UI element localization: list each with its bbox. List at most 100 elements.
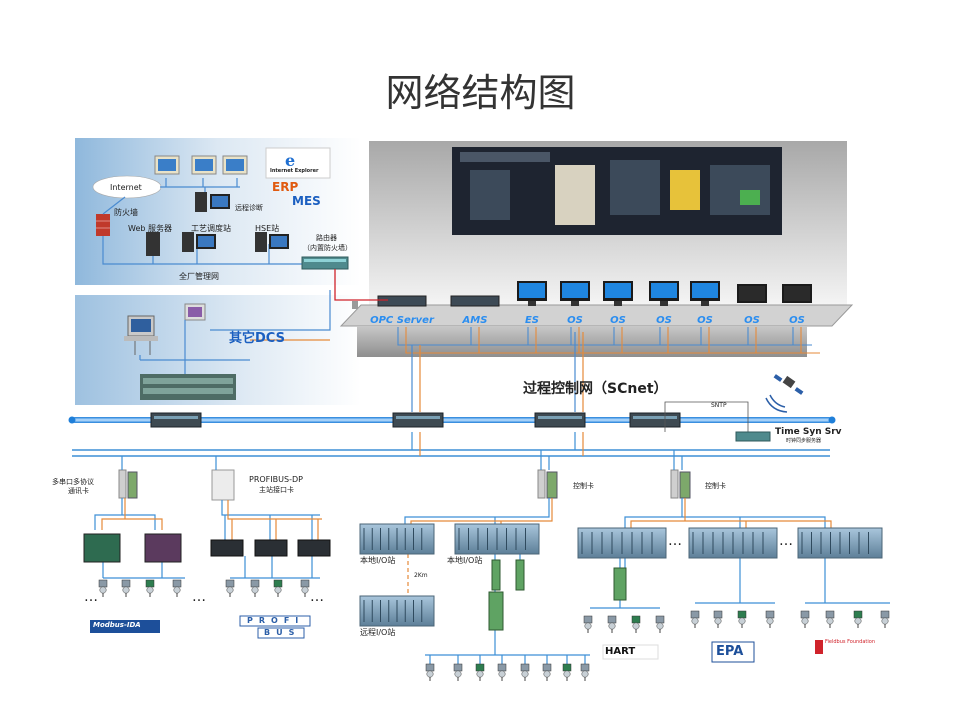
remote-diagnosis-pc-icon (195, 192, 230, 212)
time-syn-label: Time Syn Srv (775, 427, 842, 437)
field-instrument-body (584, 622, 592, 630)
plant-network-label: 全厂管理网 (179, 272, 219, 281)
profibus-module-icon (254, 539, 288, 557)
station-label: OS (697, 315, 713, 326)
field-instrument-icon (98, 579, 108, 588)
field-instrument-body (563, 670, 571, 678)
ellipsis-3: … (310, 589, 324, 605)
web-server-label: Web 服务器 (128, 224, 172, 233)
field-instrument-icon (880, 610, 890, 619)
field-instrument-body (122, 586, 130, 594)
hart-logo-icon (602, 644, 659, 660)
field-instrument-body (274, 586, 282, 594)
router-label: 路由器 (316, 234, 337, 242)
control-room-panel (339, 141, 854, 357)
ellipsis-2: … (192, 589, 206, 605)
terminal-board-icon (613, 567, 627, 601)
io-racks (83, 523, 883, 631)
time-syn-sub-label: 时钟同步服务器 (786, 438, 822, 444)
field-instrument-body (146, 586, 154, 594)
multi-serial-card-label-2: 通讯卡 (68, 487, 89, 495)
field-instrument-icon (520, 663, 530, 672)
field-instrument-icon (607, 615, 617, 624)
field-instrument-icon (765, 610, 775, 619)
monitor-stand (571, 301, 579, 306)
ie-logo-label: Internet Explorer (270, 168, 319, 174)
field-instrument-body (632, 622, 640, 630)
monitor-screen (692, 283, 718, 298)
station-label: OS (744, 315, 760, 326)
fieldbus-logo-label: Fieldbus Foundation (825, 639, 875, 645)
server-rack-icon (377, 295, 427, 307)
process-station-pc-icon (182, 232, 216, 252)
field-instrument-icon (825, 610, 835, 619)
profibus-card-label-2: 主站接口卡 (259, 486, 294, 494)
drop-line-blue (792, 327, 812, 346)
scnet-switches (150, 412, 681, 428)
field-instrument-body (656, 622, 664, 630)
monitor-stand (528, 301, 536, 306)
field-instrument-body (766, 617, 774, 625)
internet-label: Internet (110, 183, 142, 192)
field-instrument-icon (542, 663, 552, 672)
field-devices (98, 579, 890, 681)
dcs-pc-icon (184, 303, 206, 321)
field-instrument-body (226, 586, 234, 594)
ellipsis-4: … (668, 533, 682, 549)
terminal-board-icon (491, 559, 501, 591)
profibus-logo-icon (239, 615, 311, 639)
control-card-2-label: 控制卡 (705, 482, 726, 490)
epa-logo-icon (711, 641, 755, 663)
modbus-logo-icon (90, 620, 160, 633)
terminal-board-icon (515, 559, 525, 591)
field-instrument-body (826, 617, 834, 625)
web-server-icon (146, 232, 160, 256)
hart-logo-label: HART (605, 646, 636, 657)
field-instrument-body (521, 670, 529, 678)
field-instrument-icon (562, 663, 572, 672)
controller-unit-icon (83, 533, 121, 563)
network-switch-icon (392, 412, 444, 428)
field-instrument-body (301, 586, 309, 594)
server-rack-icon (450, 295, 500, 307)
field-instrument-icon (475, 663, 485, 672)
field-instrument-icon (172, 579, 182, 588)
terminal-board-icon (488, 591, 504, 631)
local-io-station-2-label: 本地I/O站 (447, 556, 483, 565)
field-instrument-icon (853, 610, 863, 619)
profi-logo-label: PROFI (247, 616, 305, 625)
field-instrument-icon (300, 579, 310, 588)
station-label: AMS (462, 315, 488, 326)
monitor-stand (701, 301, 709, 306)
field-instrument-body (251, 586, 259, 594)
monitor-screen (519, 283, 545, 298)
office-workstation-icon (154, 155, 248, 175)
field-instrument-body (801, 617, 809, 625)
mes-label: MES (292, 194, 321, 208)
field-instrument-body (498, 670, 506, 678)
switch-ports (396, 416, 440, 419)
firewall-icon (96, 214, 110, 236)
field-instrument-body (173, 586, 181, 594)
station-label: OPC Server (370, 315, 435, 326)
control-card-1-label: 控制卡 (573, 482, 594, 490)
field-instrument-icon (121, 579, 131, 588)
monitor-stand (660, 301, 668, 306)
ellipsis-1: … (84, 589, 98, 605)
profibus-card-label: PROFIBUS-DP (249, 475, 303, 484)
field-instrument-body (608, 622, 616, 630)
switch-ports (154, 416, 198, 419)
station-label: OS (610, 315, 626, 326)
mimic-display-wall (452, 147, 782, 235)
field-instrument-body (99, 586, 107, 594)
drop-line-orange (755, 327, 820, 354)
field-instrument-icon (583, 615, 593, 624)
field-instrument-body (581, 670, 589, 678)
profibus-module-icon (297, 539, 331, 557)
remote-diagnosis-label: 远程诊断 (235, 204, 263, 212)
other-dcs-label: 其它DCS (229, 331, 285, 346)
scnet-label: 过程控制网（SCnet） (523, 381, 668, 397)
other-dcs-panel (75, 290, 361, 405)
